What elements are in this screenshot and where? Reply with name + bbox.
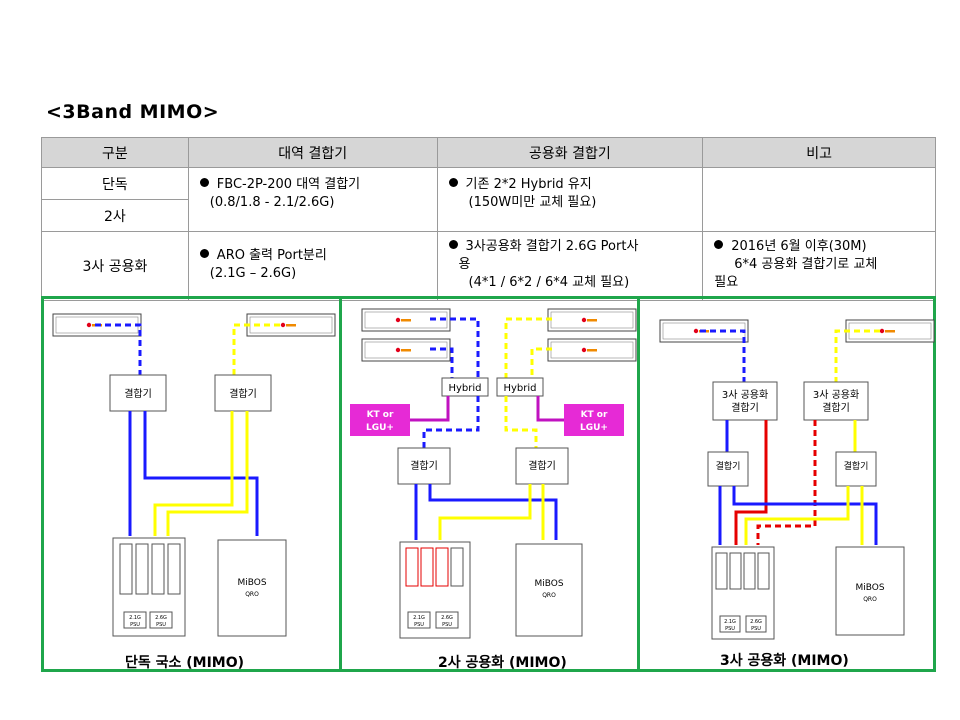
band-three-line1: ARO 출력 Port분리: [216, 248, 327, 263]
combiner-label: 결합기: [229, 388, 257, 400]
bullet-icon: [714, 240, 724, 249]
bullet-icon: [448, 240, 458, 249]
note-cell-three: 2016년 6월 이후(30M) 6*4 공용화 결합기로 교체 필요: [702, 231, 936, 301]
combiner-box: 결합기: [835, 451, 877, 487]
share-single-line2: (150W미만 교체 필요): [468, 195, 597, 210]
hybrid-label: Hybrid: [448, 383, 481, 394]
hybrid-label: Hybrid: [503, 383, 536, 394]
psu-label: PSU: [751, 626, 761, 632]
share-three-line2: 용: [458, 257, 471, 272]
combiner-label: 결합기: [124, 388, 152, 400]
row-label-single: 단독: [41, 167, 189, 200]
combiner-label: 결합기: [410, 460, 438, 472]
panel-divider: [339, 299, 342, 669]
hybrid-box: Hybrid: [496, 377, 544, 397]
combiner-label: 결합기: [731, 402, 759, 414]
mibos-unit: MiBOS QRO: [515, 543, 583, 637]
antenna-icon: [547, 338, 637, 362]
antenna-icon: [246, 313, 336, 337]
psu-label: 2.6G: [750, 619, 762, 625]
psu-label: 2.1G: [413, 615, 425, 621]
mibos-label: MiBOS: [855, 583, 884, 593]
psu-label: 2.6G: [441, 615, 453, 621]
kt-lgu-label: KT or LGU+: [350, 404, 410, 436]
panel-divider: [637, 299, 640, 669]
share-three-line1: 3사공용화 결합기 2.6G Port사: [465, 239, 639, 254]
kt-lgu-label: KT or LGU+: [564, 404, 624, 436]
bullet-icon: [448, 178, 458, 187]
note-three-line3: 필요: [714, 275, 739, 290]
repeater-unit: 2.1G 2.6G PSU PSU: [399, 541, 471, 639]
row-label-three: 3사 공용화: [41, 231, 189, 301]
psu-label: 2.1G: [724, 619, 736, 625]
combiner-box: 결합기: [109, 374, 167, 412]
antenna-icon: [361, 338, 451, 362]
share-three-line3: (4*1 / 6*2 / 6*4 교체 필요): [468, 275, 630, 290]
combiner-box: 결합기: [397, 447, 451, 485]
combiner-label: 3사 공용화: [813, 389, 859, 401]
kt-label: KT or: [367, 410, 394, 420]
note-three-line1: 2016년 6월 이후(30M): [731, 239, 867, 254]
band-single-line2: (0.8/1.8 - 2.1/2.6G): [209, 195, 335, 210]
share-cell-single: 기존 2*2 Hybrid 유지 (150W미만 교체 필요): [436, 167, 704, 232]
panel-three-share: 3사 공용화 결합기 3사 공용화 결합기 결합기 결합기: [659, 319, 935, 640]
psu-label: PSU: [442, 622, 452, 628]
band-single-line1: FBC-2P-200 대역 결합기: [216, 177, 361, 192]
panel-caption-two: 2사 공용화 (MIMO): [438, 655, 567, 671]
table-header-row: 구분 대역 결합기 공용화 결합기 비고: [41, 137, 936, 168]
psu-label: 2.1G: [129, 615, 141, 621]
panel-two-share: Hybrid Hybrid KT or LGU+ KT or LGU+ 결합기 …: [350, 308, 637, 639]
header-band-combiner: 대역 결합기: [187, 137, 438, 168]
header-share-combiner: 공용화 결합기: [436, 137, 704, 168]
combiner-3sa-box: 3사 공용화 결합기: [803, 381, 869, 421]
mibos-label: MiBOS: [237, 578, 266, 588]
hybrid-box: Hybrid: [441, 377, 489, 397]
kt-label: LGU+: [580, 423, 608, 433]
panel-caption-three: 3사 공용화 (MIMO): [720, 653, 849, 669]
table-row: 단독 FBC-2P-200 대역 결합기 (0.8/1.8 - 2.1/2.6G…: [41, 167, 936, 232]
psu-label: PSU: [725, 626, 735, 632]
combiner-3sa-box: 3사 공용화 결합기: [712, 381, 778, 421]
repeater-unit: 2.1G 2.6G PSU PSU: [711, 546, 775, 640]
psu-label: 2.6G: [155, 615, 167, 621]
page-title: <3Band MIMO>: [46, 101, 220, 123]
kt-label: LGU+: [366, 423, 394, 433]
mibos-label: QRO: [542, 592, 556, 599]
band-three-line2: (2.1G – 2.6G): [209, 266, 297, 281]
mibos-label: MiBOS: [534, 579, 563, 589]
antenna-icon: [361, 308, 451, 332]
bullet-icon: [199, 178, 209, 187]
diagram-panels: [41, 296, 936, 672]
combiner-box: 결합기: [707, 451, 749, 487]
combiner-label: 3사 공용화: [722, 389, 768, 401]
band-cell-three: ARO 출력 Port분리 (2.1G – 2.6G): [187, 231, 438, 301]
mibos-label: QRO: [245, 591, 259, 598]
table-row: 3사 공용화 ARO 출력 Port분리 (2.1G – 2.6G) 3사공용화…: [41, 231, 936, 301]
note-three-line2: 6*4 공용화 결합기로 교체: [734, 257, 878, 272]
psu-label: PSU: [130, 622, 140, 628]
share-cell-three: 3사공용화 결합기 2.6G Port사 용 (4*1 / 6*2 / 6*4 …: [436, 231, 704, 301]
mibos-label: QRO: [863, 596, 877, 603]
spec-table: 구분 대역 결합기 공용화 결합기 비고 단독 FBC-2P-200 대역 결합…: [41, 137, 936, 301]
mibos-unit: MiBOS QRO: [217, 539, 287, 637]
header-note: 비고: [702, 137, 936, 168]
combiner-label: 결합기: [716, 461, 741, 472]
psu-label: PSU: [156, 622, 166, 628]
psu-label: PSU: [414, 622, 424, 628]
share-single-line1: 기존 2*2 Hybrid 유지: [465, 177, 592, 192]
combiner-box: 결합기: [214, 374, 272, 412]
band-cell-single: FBC-2P-200 대역 결합기 (0.8/1.8 - 2.1/2.6G): [187, 167, 438, 232]
combiner-label: 결합기: [844, 461, 869, 472]
kt-label: KT or: [581, 410, 608, 420]
combiner-label: 결합기: [528, 460, 556, 472]
panel-single: 결합기 결합기 2.1G 2.6G PSU PSU MiBOS QRO: [52, 313, 336, 637]
combiner-label: 결합기: [822, 402, 850, 414]
repeater-unit: 2.1G 2.6G PSU PSU: [112, 537, 186, 637]
bullet-icon: [199, 249, 209, 258]
antenna-icon: [547, 308, 637, 332]
panel-caption-single: 단독 국소 (MIMO): [125, 655, 245, 671]
combiner-box: 결합기: [515, 447, 569, 485]
mibos-unit: MiBOS QRO: [835, 546, 905, 636]
